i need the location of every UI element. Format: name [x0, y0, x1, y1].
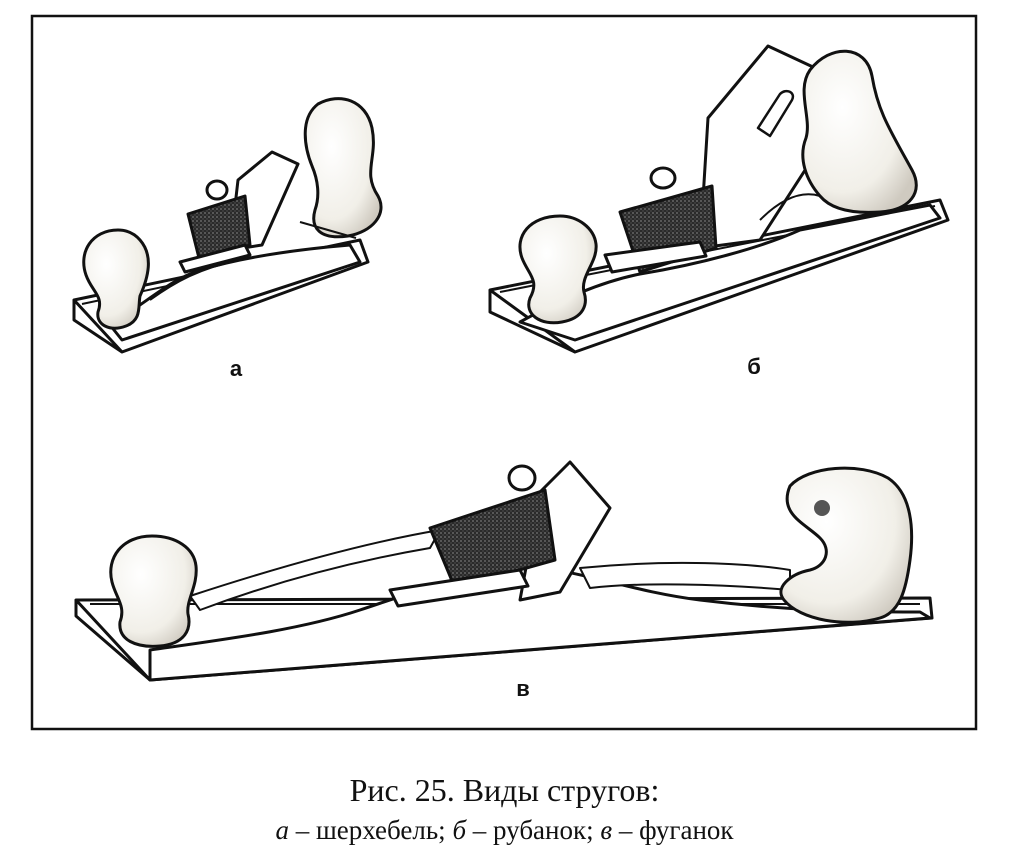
- plane-b-rear-handle: [801, 49, 918, 214]
- legend-letter-a: а: [275, 815, 289, 845]
- plane-b-adjust-knob: [649, 166, 677, 190]
- panel-label-a: а: [230, 356, 243, 381]
- plane-a-cap-iron: [186, 194, 252, 264]
- plane-b-front-knob: [518, 214, 598, 325]
- figure-caption-title: Рис. 25. Виды стругов:: [349, 772, 660, 808]
- legend-text-a: – шерхебель;: [288, 815, 453, 845]
- plane-c-rear-handle: [779, 466, 914, 624]
- plane-a-front-knob: [82, 228, 150, 330]
- legend-letter-b: б: [452, 815, 467, 845]
- figure-caption-legend: а – шерхебель; б – рубанок; в – фуганок: [0, 815, 1009, 846]
- plane-c-adjust-knob: [507, 464, 537, 492]
- panel-label-c: в: [516, 676, 530, 701]
- plane-c-jointer-plane: [74, 460, 934, 682]
- legend-letter-c: в: [600, 815, 613, 845]
- plane-a-adjust-knob: [205, 179, 229, 201]
- panel-label-b: б: [747, 354, 761, 379]
- legend-text-b: – рубанок;: [466, 815, 601, 845]
- plane-a-rear-handle: [303, 97, 383, 239]
- plane-c-front-knob: [109, 534, 198, 648]
- plane-b-iron-slot: [756, 89, 795, 138]
- plane-a-scrub-plane: [72, 97, 383, 354]
- plane-b-smoothing-plane: [488, 44, 950, 354]
- plane-c-cap-iron: [428, 488, 557, 590]
- legend-text-c: – фуганок: [612, 815, 734, 845]
